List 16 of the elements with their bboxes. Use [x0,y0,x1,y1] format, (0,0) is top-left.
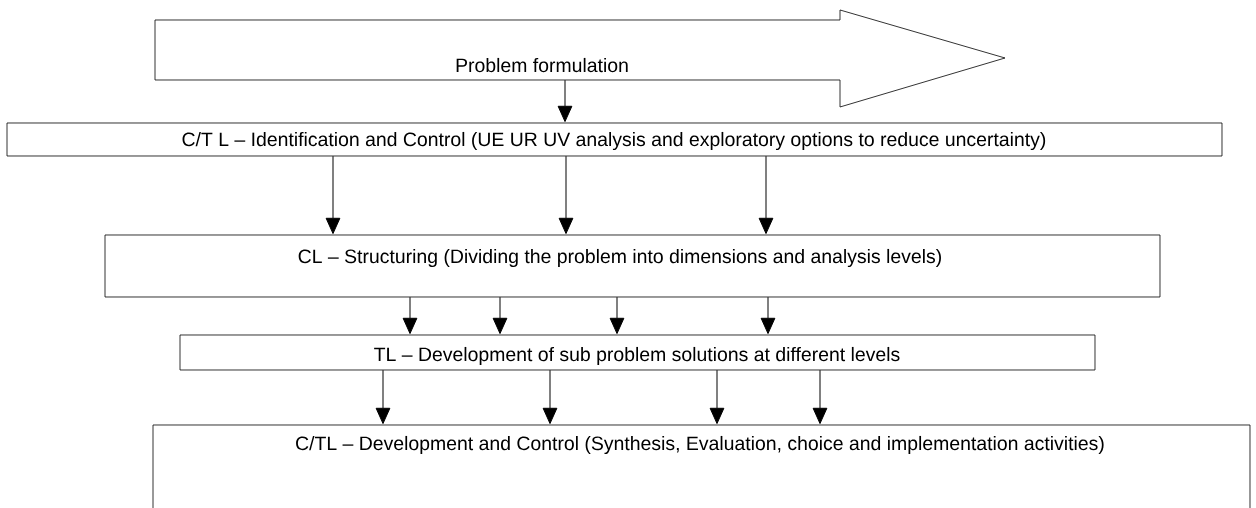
process-box: TL – Development of sub problem solutions at different levels [179,334,1096,371]
process-box: C/T L – Identification and Control (UE UR UV analysis and exploratory options to reduce uncertainty) [6,122,1223,157]
arrow [709,369,725,425]
arrow [760,296,776,335]
arrow [402,296,418,335]
arrow [325,155,341,235]
arrow [492,296,508,335]
process-box: C/TL – Development and Control (Synthesis, Evaluation, choice and implementation activities) [152,424,1251,508]
arrow [558,155,574,235]
arrow [557,79,573,123]
arrow [542,369,558,425]
arrow [375,369,391,425]
arrow [758,155,774,235]
process-box: CL – Structuring (Dividing the problem into dimensions and analysis levels) [104,234,1161,298]
arrow [609,296,625,335]
arrow [812,369,828,425]
